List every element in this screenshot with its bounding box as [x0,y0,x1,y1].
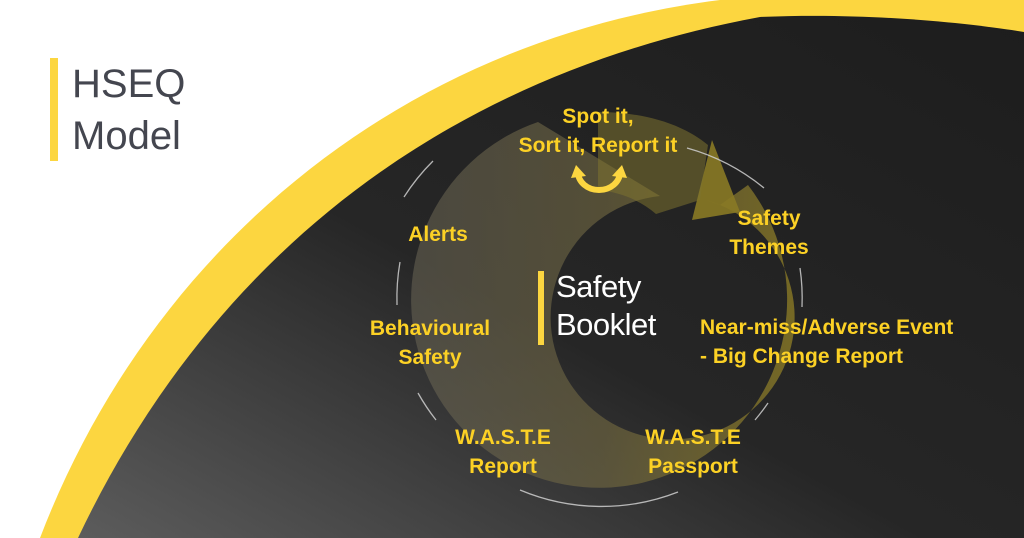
item-line: - Big Change Report [700,345,903,368]
curved-arrow-icon [692,140,740,220]
item-line: Near-miss/Adverse Event [700,316,954,339]
item-line: Safety [737,207,801,230]
item-line: Report [469,455,537,478]
item-line: Passport [648,455,738,478]
item-line: Behavioural [369,317,491,340]
title-accent-bar [50,58,58,161]
cycle-ring [411,122,795,488]
center-line-1: Safety [556,269,641,304]
item-line: Spot it, [562,105,634,128]
cycle-item-alerts: Alerts [398,220,478,249]
item-line: Themes [729,236,809,259]
cycle-item-waste-report: W.A.S.T.E Report [438,423,568,481]
cycle-item-behavioural-safety: Behavioural Safety [356,314,504,372]
item-line: Alerts [408,223,468,246]
title-line-2: Model [72,114,181,158]
title-line-1: HSEQ [72,62,186,106]
u-turn-arrows-icon [575,169,623,193]
center-accent-bar [538,271,544,345]
cycle-item-safety-themes: Safety Themes [714,204,824,262]
center-label: Safety Booklet [556,268,656,344]
cycle-item-spot-it: Spot it, Sort it, Report it [502,102,694,160]
item-line: Sort it, Report it [518,134,678,157]
item-line: Safety [398,346,462,369]
page-title: HSEQ Model [72,58,185,162]
item-line: W.A.S.T.E [455,426,551,449]
item-line: W.A.S.T.E [645,426,741,449]
cycle-item-waste-passport: W.A.S.T.E Passport [628,423,758,481]
cycle-item-near-miss: Near-miss/Adverse Event - Big Change Rep… [700,313,953,371]
center-line-2: Booklet [556,307,656,342]
